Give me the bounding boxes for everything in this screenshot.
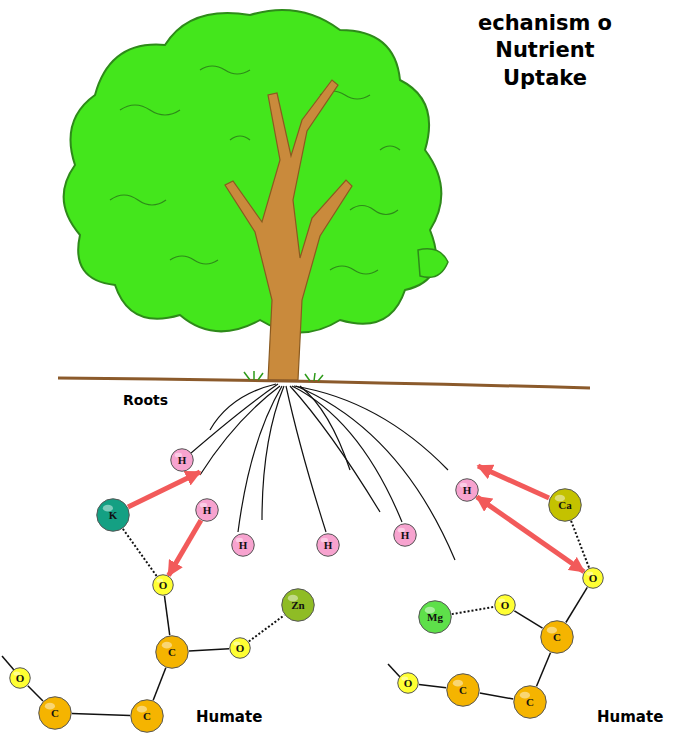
- atom-ball: [230, 638, 251, 659]
- tree-crown: [64, 10, 442, 333]
- atom-circle: C: [446, 673, 480, 707]
- atom-circle: H: [455, 478, 479, 502]
- atom-ball: [317, 534, 340, 557]
- atom-ball: [196, 499, 219, 522]
- atom-circle: O: [9, 667, 31, 689]
- atom-circle: C: [513, 685, 547, 719]
- atom-symbol: Ca: [558, 500, 571, 511]
- atom-symbol: O: [16, 673, 25, 684]
- atom-ball: [153, 575, 174, 596]
- atom-symbol: C: [459, 685, 467, 696]
- crown-texture: [110, 66, 400, 274]
- atom-symbol: H: [324, 540, 333, 551]
- bond-line: [388, 664, 400, 677]
- atom-symbol: C: [168, 647, 176, 658]
- tree-trunk: [225, 80, 352, 380]
- atom-circle: O: [494, 594, 516, 616]
- exchange-arrow: [169, 520, 201, 575]
- atom-circle: Mg: [418, 600, 452, 634]
- bond-line: [2, 656, 14, 670]
- atom-circle: C: [155, 635, 189, 669]
- atom-ball: [398, 673, 419, 694]
- atom-circle: C: [38, 696, 72, 730]
- bond-line: [537, 653, 551, 687]
- atom-ball: [495, 595, 516, 616]
- atom-circle: C: [130, 699, 164, 733]
- atom-circle: H: [195, 498, 219, 522]
- bond-line: [153, 668, 166, 700]
- atom-ball: [514, 686, 547, 719]
- atom-circle: H: [316, 533, 340, 557]
- atom-ball: [456, 479, 479, 502]
- uptake-arrow: [478, 466, 549, 498]
- atom-symbol: H: [203, 505, 212, 516]
- atom-ball: [549, 489, 582, 522]
- atom-circle: H: [393, 523, 417, 547]
- bond-line: [72, 714, 130, 716]
- atom-circle: Ca: [548, 488, 582, 522]
- atom-circle: C: [540, 620, 574, 654]
- humate-label: Humate: [597, 708, 663, 726]
- atom-ball: [131, 700, 164, 733]
- diagram-title: echanism o Nutrient Uptake: [455, 10, 635, 92]
- atom-symbol: C: [526, 697, 534, 708]
- atom-symbol: H: [463, 485, 472, 496]
- exchange-arrow: [477, 497, 584, 572]
- root-lines: [176, 384, 455, 560]
- ionic-bond: [571, 521, 589, 568]
- atom-ball: [232, 534, 255, 557]
- atom-circle: Zn: [281, 588, 315, 622]
- bond-line: [566, 587, 587, 622]
- bond-line: [28, 686, 43, 701]
- humate-label: Humate: [196, 708, 262, 726]
- atom-symbol: O: [501, 600, 510, 611]
- atom-ball: [10, 668, 31, 689]
- atom-circle: O: [229, 637, 251, 659]
- roots-label: Roots: [123, 392, 168, 409]
- grass: [244, 371, 323, 381]
- atom-ball: [541, 621, 574, 654]
- atom-symbol: C: [553, 632, 561, 643]
- atom-circle: O: [152, 574, 174, 596]
- atom-symbol: Zn: [291, 600, 304, 611]
- atom-ball: [171, 449, 194, 472]
- atom-symbol: H: [178, 455, 187, 466]
- atom-circle: H: [231, 533, 255, 557]
- atom-symbol: O: [589, 573, 598, 584]
- ionic-bond: [452, 607, 494, 614]
- bond-line: [514, 611, 542, 628]
- atom-circle: K: [96, 498, 130, 532]
- atom-ball: [583, 568, 604, 589]
- atom-ball: [156, 636, 189, 669]
- atom-ball: [282, 589, 315, 622]
- ground-line: [58, 378, 590, 388]
- ionic-bond: [123, 529, 157, 576]
- atom-circle: O: [397, 672, 419, 694]
- bond-line: [189, 649, 229, 651]
- atom-ball: [39, 697, 72, 730]
- atom-symbol: O: [236, 643, 245, 654]
- atom-symbol: C: [51, 708, 59, 719]
- atom-circle: H: [170, 448, 194, 472]
- atom-symbol: O: [159, 580, 168, 591]
- atom-ball: [97, 499, 130, 532]
- atom-symbol: C: [143, 711, 151, 722]
- atom-ball: [447, 674, 480, 707]
- atom-symbol: H: [401, 530, 410, 541]
- atom-circle: O: [582, 567, 604, 589]
- atom-ball: [394, 524, 417, 547]
- bond-line: [480, 693, 514, 699]
- atom-symbol: O: [404, 678, 413, 689]
- atom-symbol: Mg: [427, 612, 443, 623]
- ionic-bond: [249, 615, 285, 641]
- leaf-cluster: [418, 249, 448, 278]
- bond-line: [419, 684, 446, 687]
- atom-symbol: H: [239, 540, 248, 551]
- atom-symbol: K: [109, 510, 118, 521]
- bond-line: [164, 596, 169, 635]
- atom-ball: [419, 601, 452, 634]
- uptake-arrow: [128, 472, 200, 507]
